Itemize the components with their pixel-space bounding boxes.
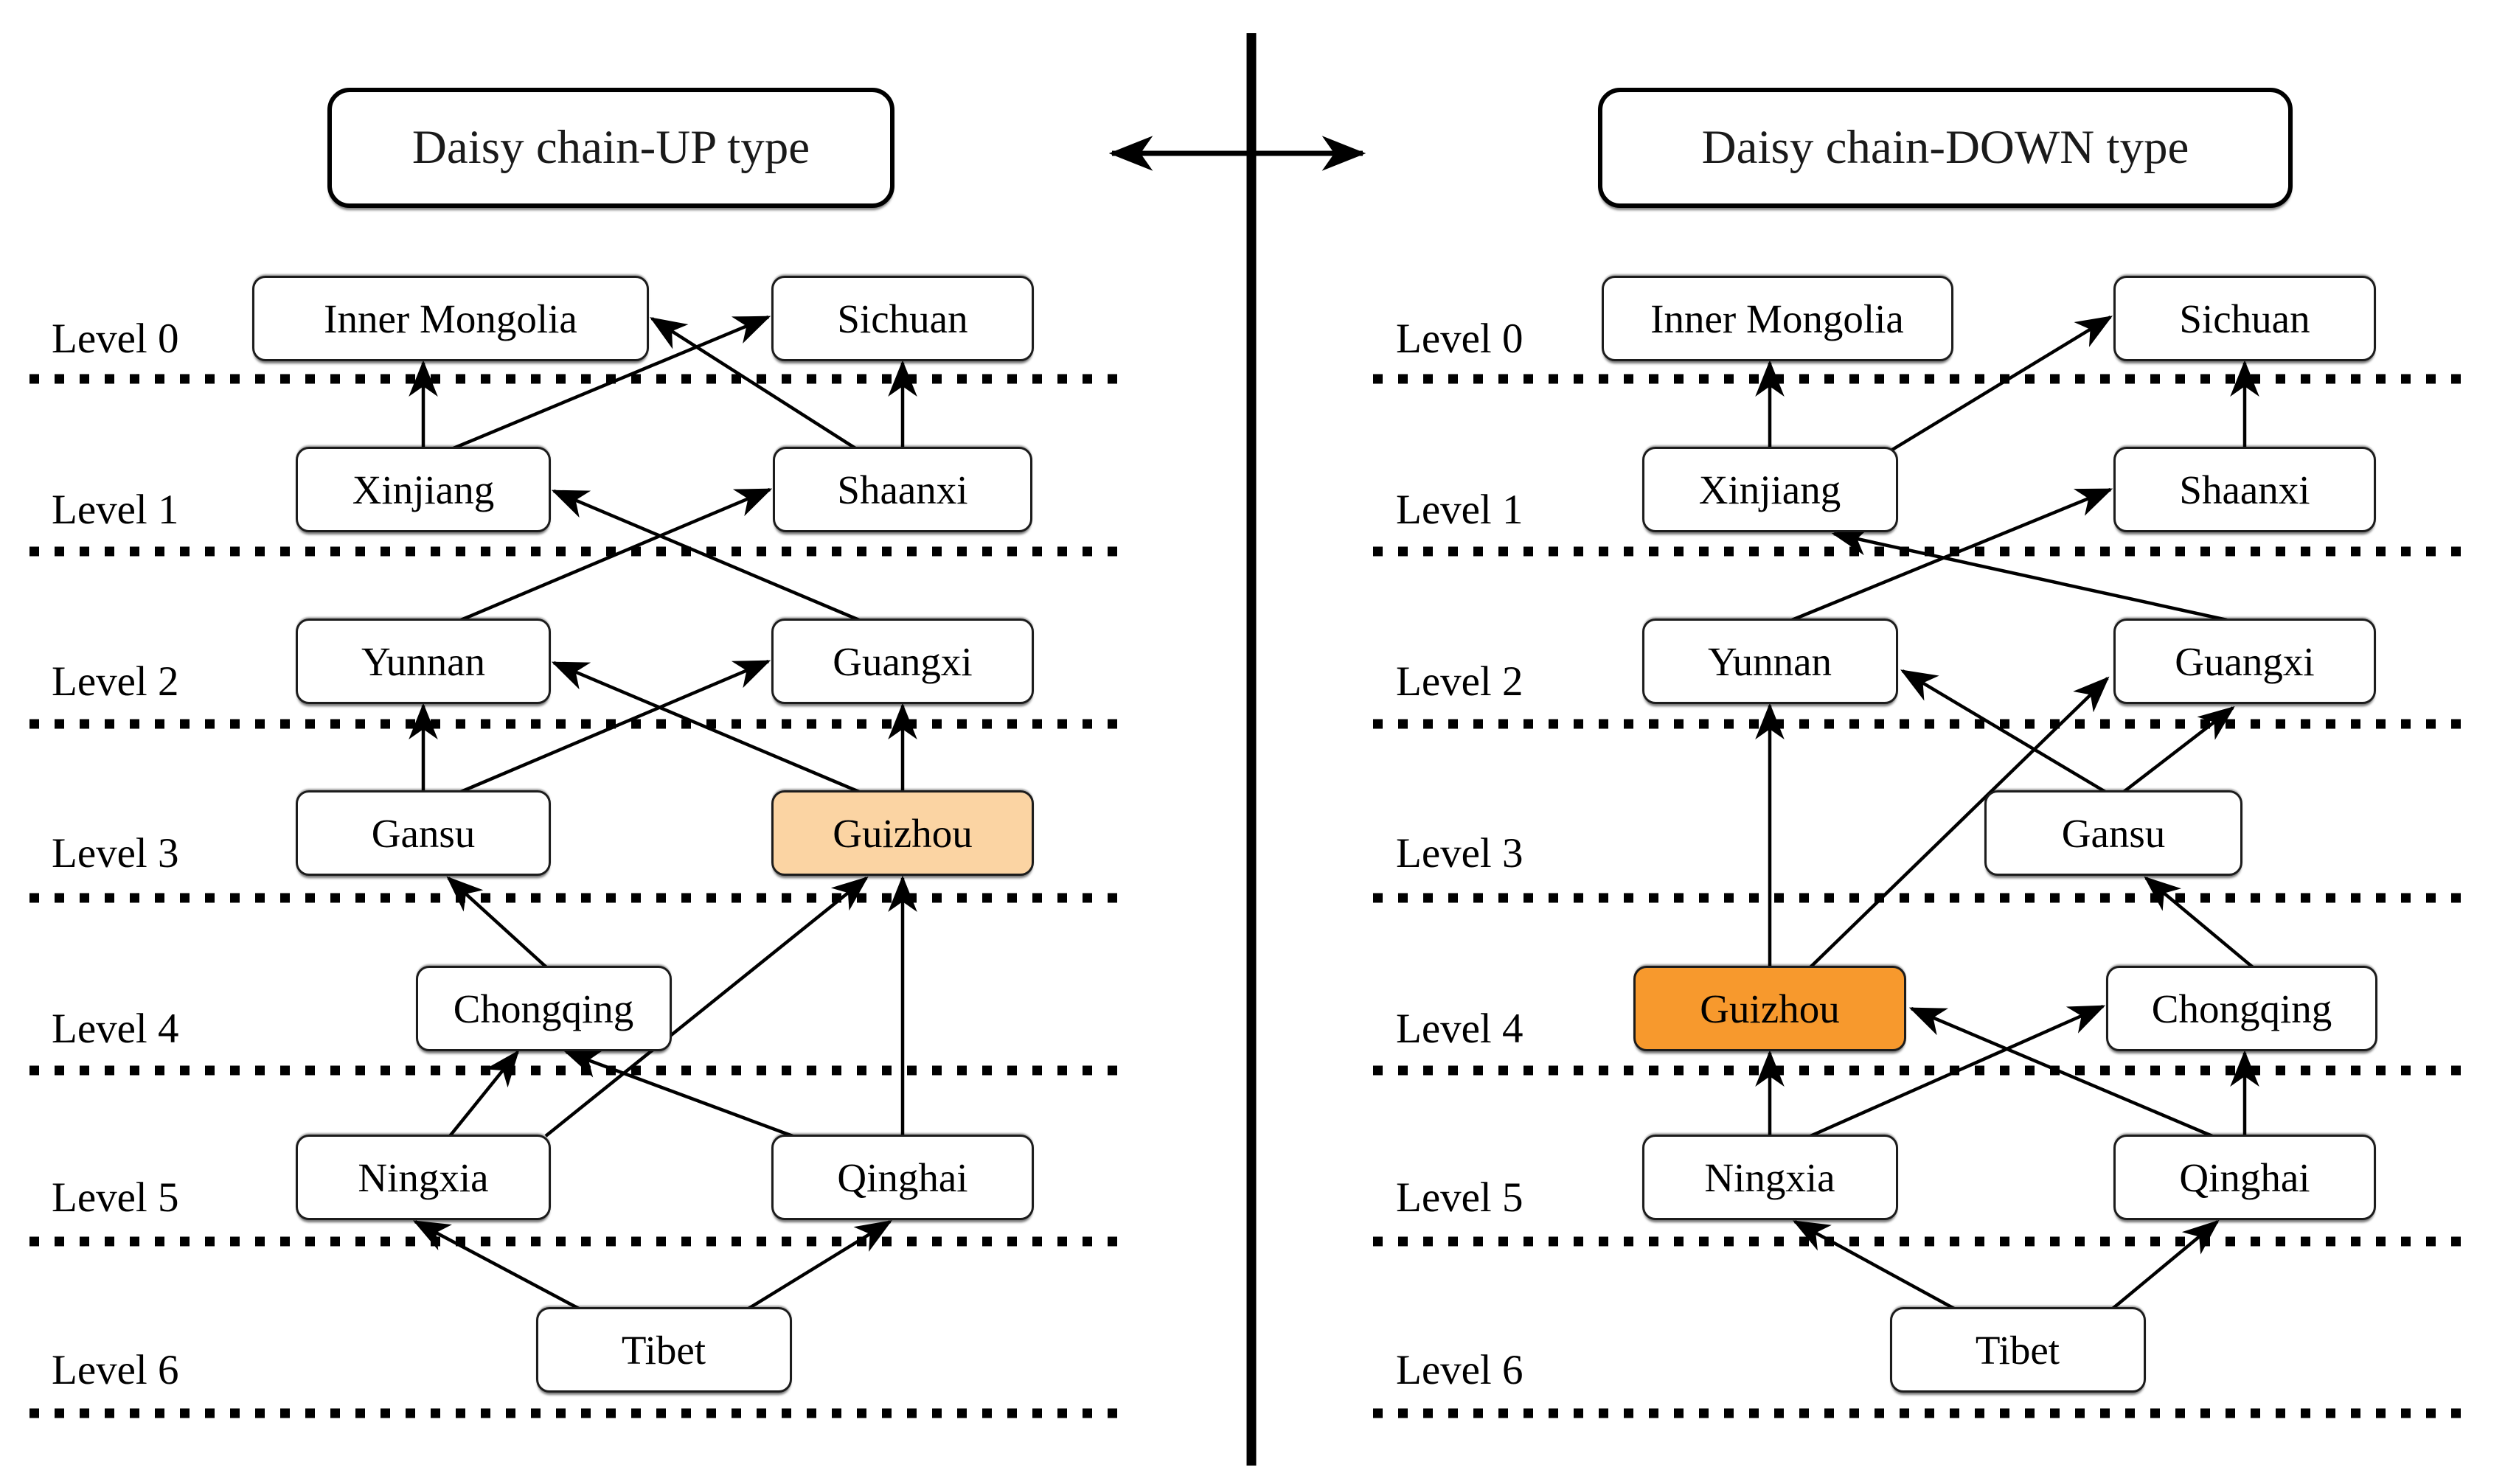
edge-guangxi-to-xinjiang	[1831, 526, 2228, 622]
level-5-label: Level 5	[1396, 1174, 1524, 1221]
level-6-label: Level 6	[52, 1347, 179, 1393]
down-type-title: Daisy chain-DOWN type	[1598, 88, 2293, 208]
edge-chongqing-to-gansu	[446, 876, 548, 969]
xinjiang-node: Xinjiang	[296, 447, 551, 532]
qinghai-node: Qinghai	[2113, 1135, 2376, 1220]
level-3-label: Level 3	[52, 830, 179, 877]
level-4-label: Level 4	[52, 1006, 179, 1052]
yunnan-node: Yunnan	[1641, 619, 1898, 704]
shaanxi-node: Shaanxi	[773, 447, 1032, 532]
edge-chongqing-to-gansu	[2144, 876, 2254, 969]
guizhou-node: Guizhou	[1633, 966, 1906, 1051]
ningxia-node: Ningxia	[296, 1135, 551, 1220]
shaanxi-node: Shaanxi	[2113, 447, 2376, 532]
inner-mongolia-node: Inner Mongolia	[252, 276, 649, 361]
level-1-label: Level 1	[52, 487, 179, 533]
level-4-label: Level 4	[1396, 1006, 1524, 1052]
ningxia-node: Ningxia	[1641, 1135, 1898, 1220]
guangxi-node: Guangxi	[771, 619, 1034, 704]
yunnan-node: Yunnan	[296, 619, 551, 704]
level-2-label: Level 2	[52, 658, 179, 705]
edge-qinghai-to-chongqing	[563, 1050, 793, 1138]
chongqing-node: Chongqing	[2106, 966, 2377, 1051]
gansu-node: Gansu	[296, 790, 551, 876]
inner-mongolia-node: Inner Mongolia	[1601, 276, 1953, 361]
qinghai-node: Qinghai	[771, 1135, 1034, 1220]
edge-xinjiang-to-sichuan	[1891, 316, 2113, 451]
edge-qinghai-to-guizhou	[1908, 1006, 2213, 1138]
tibet-node: Tibet	[1889, 1307, 2146, 1393]
edge-yunnan-to-shaanxi	[1791, 487, 2113, 622]
edge-ningxia-to-guizhou	[544, 876, 869, 1138]
guizhou-node: Guizhou	[771, 790, 1034, 876]
edge-tibet-to-ningxia	[1792, 1220, 1956, 1310]
level-0-label: Level 0	[1396, 316, 1524, 362]
edge-tibet-to-qinghai	[747, 1220, 892, 1310]
guangxi-node: Guangxi	[2113, 619, 2376, 704]
level-2-label: Level 2	[1396, 658, 1524, 705]
edge-xinjiang-to-sichuan	[453, 315, 771, 450]
edge-tibet-to-qinghai	[2111, 1219, 2220, 1310]
edge-tibet-to-ningxia	[412, 1220, 580, 1310]
edge-gansu-to-guangxi	[460, 659, 771, 794]
gansu-node: Gansu	[1984, 790, 2242, 876]
sichuan-node: Sichuan	[2113, 276, 2376, 361]
level-6-label: Level 6	[1396, 1347, 1524, 1393]
tibet-node: Tibet	[535, 1307, 792, 1393]
edge-gansu-to-guangxi	[2122, 706, 2235, 793]
level-0-label: Level 0	[52, 316, 179, 362]
sichuan-node: Sichuan	[771, 276, 1034, 361]
level-5-label: Level 5	[52, 1174, 179, 1221]
edge-ningxia-to-chongqing	[1810, 1004, 2106, 1138]
edge-shaanxi-to-inner-mongolia	[650, 317, 857, 450]
level-3-label: Level 3	[1396, 830, 1524, 877]
edge-ningxia-to-chongqing	[448, 1050, 520, 1138]
chongqing-node: Chongqing	[415, 966, 672, 1051]
edge-gansu-to-yunnan	[1900, 669, 2107, 793]
xinjiang-node: Xinjiang	[1641, 447, 1898, 532]
edge-yunnan-to-shaanxi	[460, 487, 773, 622]
edge-guizhou-to-guangxi	[1809, 676, 2110, 969]
level-1-label: Level 1	[1396, 487, 1524, 533]
edge-guangxi-to-xinjiang	[551, 489, 860, 622]
edge-guizhou-to-yunnan	[551, 661, 860, 794]
up-type-title: Daisy chain-UP type	[327, 88, 894, 208]
